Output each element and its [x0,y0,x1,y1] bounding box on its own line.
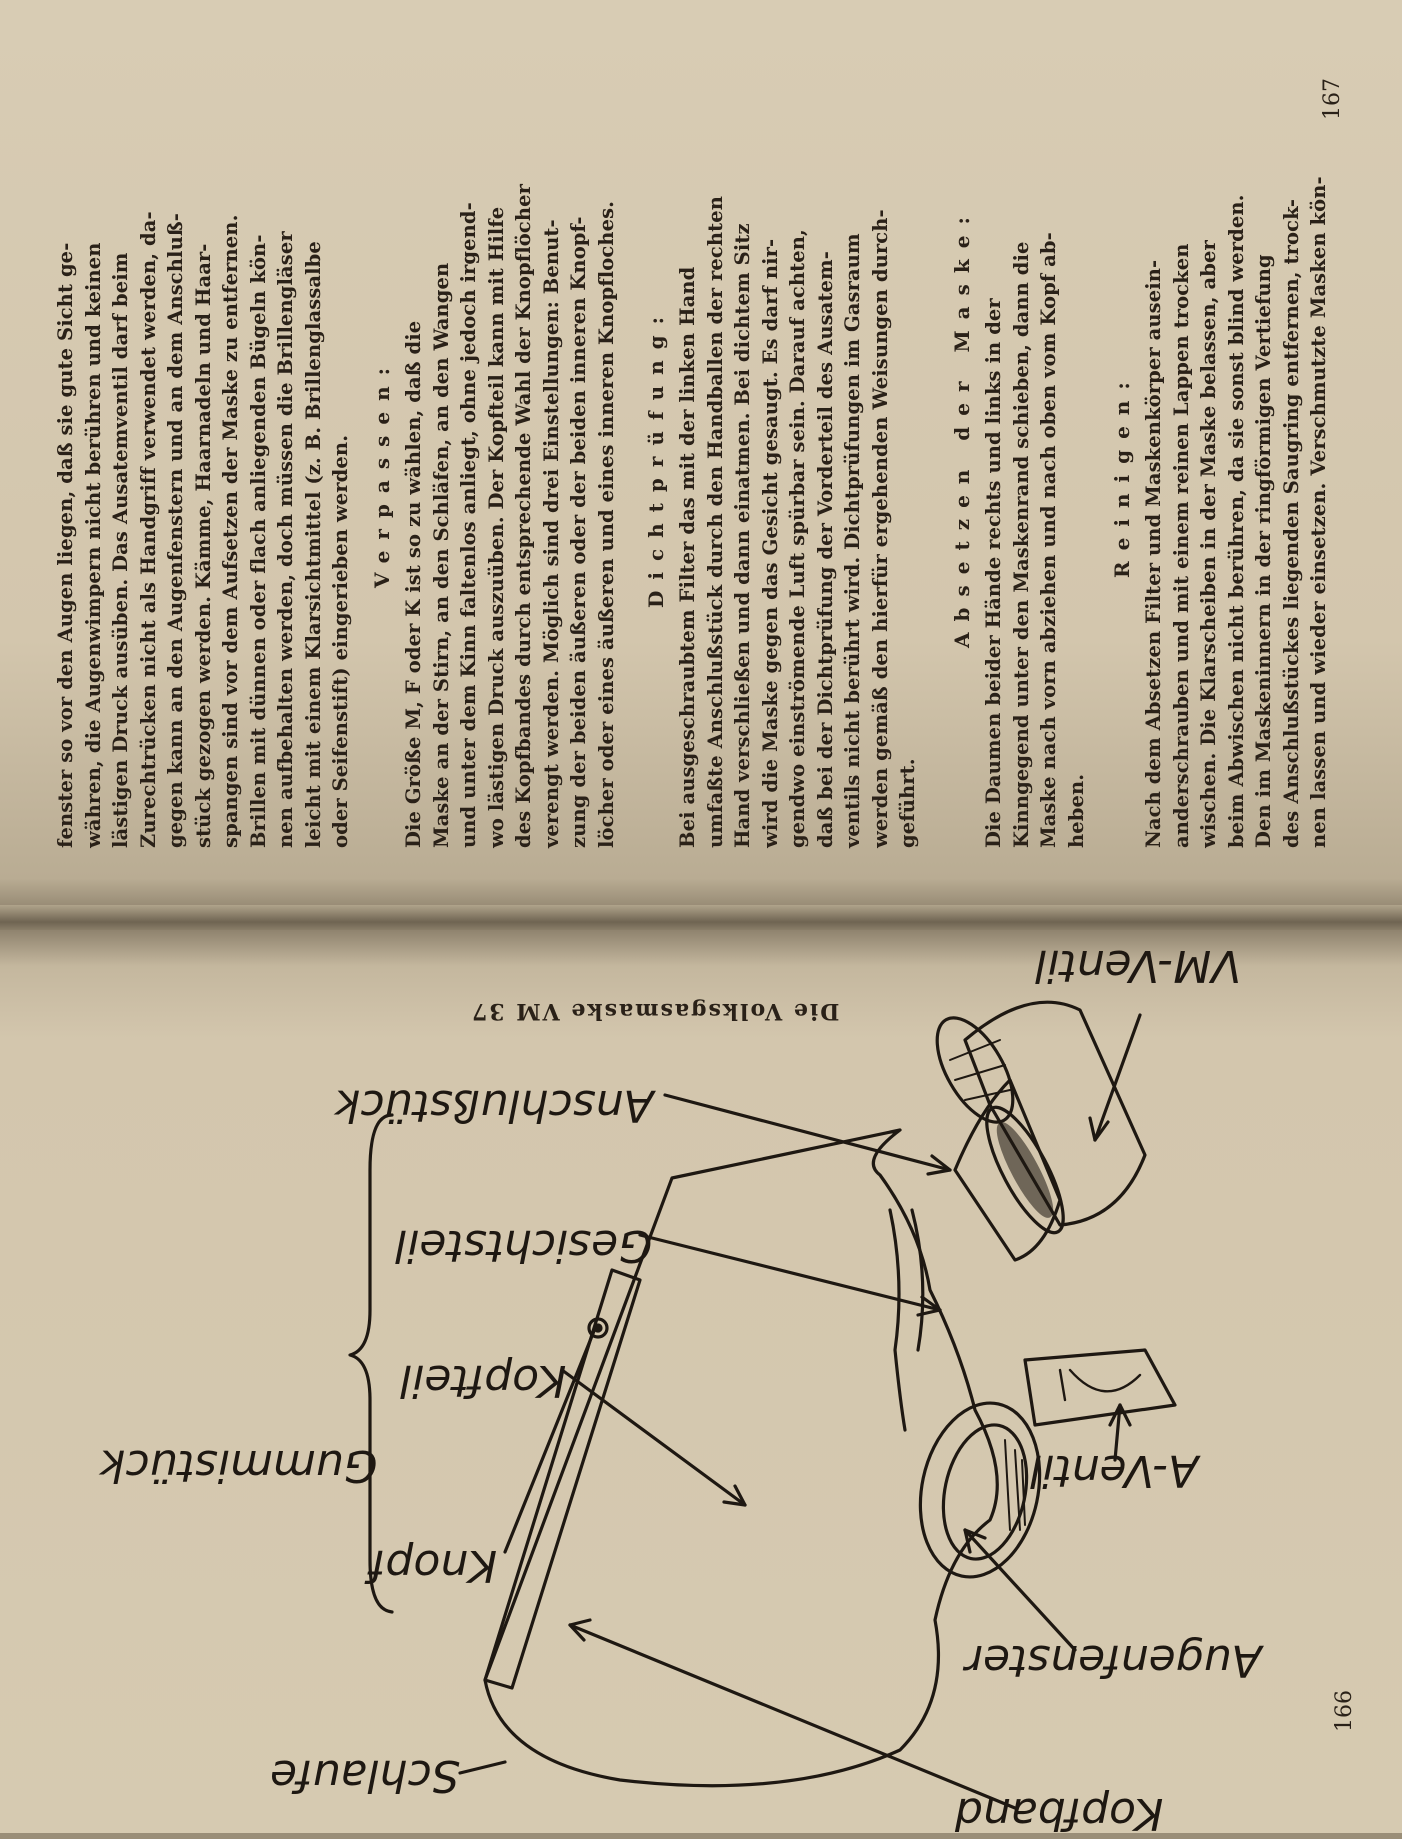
page-166: Die Volksgasmaske VM 37 166 [0,930,1402,1839]
section-line: Maske an der Stirn, an den Schläfen, an … [429,262,453,848]
section-line: anderschrauben und mit einem reinen Lapp… [1169,243,1193,848]
section-heading-reinigen: Reinigen: [1110,371,1134,578]
section-line: wo lästigen Druck auszuüben. Der Kopftei… [484,206,508,848]
section-line: Bei ausgeschraubtem Filter das mit der l… [676,266,699,848]
section-line: Kinngegend unter den Maskenrand schieben… [1009,241,1033,848]
connector-piece [953,1078,1062,1262]
strap-band [483,1268,642,1690]
section-line: gendwo einströmende Luft spürbar sein. D… [786,229,809,848]
intro-line: stück gezogen werden. Kämme, Haarnadeln … [191,243,215,849]
label-gummistueck: Gummistück [100,1440,378,1491]
center-ridge [888,1208,925,1432]
label-augenfenster: Augenfenster [965,1635,1262,1686]
section-line: verengt werden. Möglich sind drei Einste… [539,219,563,848]
section-line: Nach dem Absetzen Filter und Maskenkörpe… [1142,259,1165,848]
gas-mask-diagram [348,1000,1177,1810]
intro-paragraph: fenster so vor den Augen liegen, daß sie… [52,88,355,848]
section-dichtpruefung: Bei ausgeschraubtem Filter das mit der l… [674,88,922,848]
page-167-text-block: fenster so vor den Augen liegen, daß sie… [52,78,1352,848]
arrow-augenfenster [963,1528,1077,1652]
section-line: geführt. [896,758,919,848]
section-line: Die Daumen beider Hände rechts und links… [982,298,1005,848]
arrow-kopfband [568,1623,1017,1810]
intro-line: Zurechtrücken nicht als Handgriff verwen… [136,211,160,848]
page-number-167: 167 [1320,78,1345,120]
strap-button [587,1317,609,1339]
section-line: zung der beiden äußeren oder der beiden … [567,216,590,848]
eye-window-outer [918,1401,1042,1579]
arrow-vm-ventil [1093,1013,1142,1142]
intro-line: Brillen mit dünnen oder flach anliegende… [246,234,270,848]
section-line: Maske nach vorn abziehen und nach oben v… [1037,232,1060,848]
gummistueck-brace [348,1113,394,1614]
label-a-ventil: A-Ventil [1030,1445,1199,1496]
section-line: daß bei der Dichtprüfung der Vorderteil … [813,251,837,848]
section-verpassen: Die Größe M, F oder K ist so zu wählen, … [400,88,620,848]
section-line: umfaßte Anschlußstück durch den Handball… [703,195,727,848]
section-line: Den im Maskeninnern in der ringförmigen … [1252,254,1275,848]
section-heading-dichtpruefung: Dichtprüfung: [644,305,668,608]
label-knopf: Knopf [370,1540,498,1591]
intro-line: spangen sind vor dem Aufsetzen der Maske… [219,214,242,848]
label-vm-ventil: VM-Ventil [1035,940,1242,991]
arrow-schlaufe [458,1760,507,1775]
section-line: ventils nicht berührt wird. Dichtprüfung… [841,233,864,848]
arrow-knopf [503,1329,596,1554]
page-167: fenster so vor den Augen liegen, daß sie… [0,0,1402,915]
section-line: des Kopfbandes durch entsprechende Wahl … [512,183,535,848]
section-line: Hand verschließen und dann einatmen. Bei… [731,223,754,848]
arrow-anschlussstueck [663,1093,952,1172]
label-kopfband: Kopfband [955,1788,1164,1839]
section-line: und unter dem Kinn faltenlos anliegt, oh… [457,202,480,848]
intro-line: leicht mit einem Klarsichtmittel (z. B. … [301,241,325,848]
label-gesichtsteil: Gesichtsteil [395,1220,653,1271]
intro-line: lästigen Druck ausüben. Das Ausatemventi… [109,252,132,848]
intro-line: nen aufbehalten werden, doch müssen die … [274,231,297,848]
section-absetzen: Die Daumen beider Hände rechts und links… [980,88,1090,848]
eye-window-inner [941,1423,1029,1561]
section-line: werden gemäß den hierfür ergehenden Weis… [868,209,892,848]
intro-line: fenster so vor den Augen liegen, daß sie… [54,242,77,848]
arrow-a-ventil [1113,1403,1122,1462]
section-line: heben. [1064,773,1088,848]
mask-body-outline [483,1128,999,1788]
section-line: Die Größe M, F oder K ist so zu wählen, … [402,320,425,848]
label-anschlussstueck: Anschlußstück [335,1080,654,1131]
intro-line: oder Seifenstift) eingerieben werden. [329,434,352,848]
intro-line: währen, die Augenwimpern nicht berühren … [81,242,105,848]
section-line: wird die Maske gegen das Gesicht gesaugt… [758,238,782,848]
section-heading-absetzen: Absetzen der Maske: [950,206,974,648]
arrow-gesichtsteil [638,1233,942,1312]
section-line: löcher oder eines äußeren und eines inne… [594,200,618,848]
exhale-valve [1023,1348,1177,1427]
arrow-kopfteil [560,1368,747,1507]
label-schlaufe: Schlaufe [270,1750,460,1801]
section-line: des Anschlußstückes liegenden Saugring e… [1279,198,1303,848]
section-reinigen: Nach dem Absetzen Filter und Maskenkörpe… [1140,88,1333,848]
vm-valve-drum [963,1000,1147,1227]
section-line: nen lassen und wieder einsetzen. Verschm… [1307,176,1330,848]
section-line: wischen. Die Klarscheiben in der Maske b… [1197,240,1220,848]
intro-line: gegen kann an den Augenfenstern und an d… [164,213,187,848]
section-line: beim Abwischen nicht berühren, da sie so… [1224,194,1248,848]
label-kopfteil: Kopfteil [400,1355,567,1406]
section-heading-verpassen: Verpassen: [370,356,394,588]
